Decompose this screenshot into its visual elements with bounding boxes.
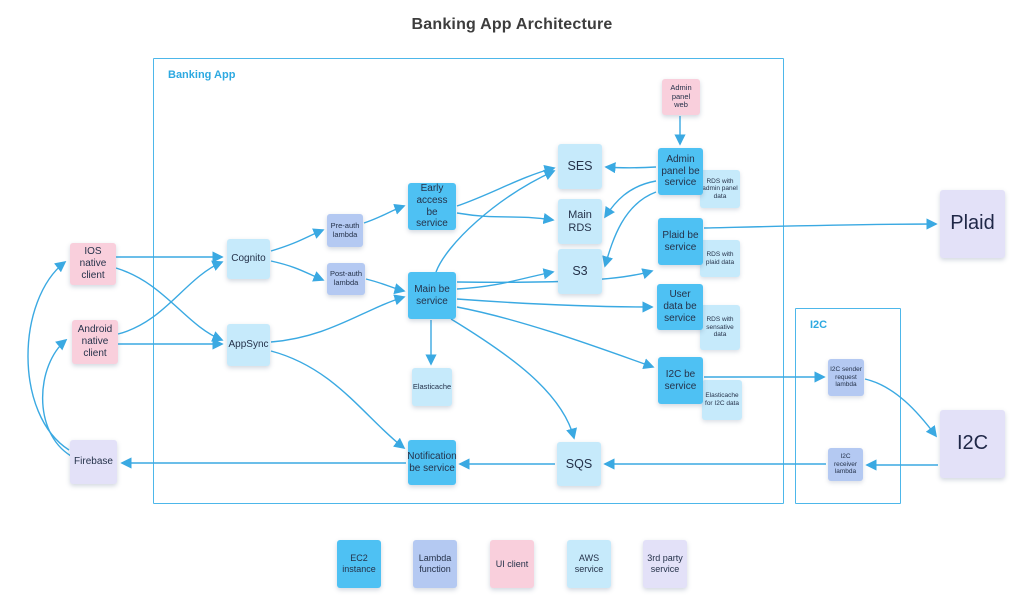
node-pre-auth-lambda: Pre-auth lambda — [327, 214, 363, 247]
node-label: Notification be service — [407, 450, 457, 474]
node-label: IOS native client — [79, 246, 107, 281]
node-label: RDS with plaid data — [705, 250, 735, 266]
node-plaid-be-service: Plaid be service — [658, 218, 703, 265]
node-label: Post-auth lambda — [329, 269, 363, 287]
node-ses: SES — [558, 144, 602, 189]
node-label: I2C — [956, 432, 989, 455]
node-cognito: Cognito — [227, 239, 270, 279]
diagram-title: Banking App Architecture — [411, 16, 613, 33]
node-label: Main be service — [414, 283, 450, 307]
node-label: I2C sender request lambda — [830, 366, 862, 389]
i2c-container-label: I2C — [810, 319, 828, 331]
node-label: Android native client — [77, 324, 113, 359]
arrow-firebase-to-android — [42, 338, 72, 457]
node-rds-plaid-data: RDS with plaid data — [700, 240, 740, 277]
node-label: Plaid — [950, 212, 995, 235]
legend-label: 3rd party service — [647, 553, 683, 574]
node-i2c-receiver-lambda: I2C receiver lambda — [828, 448, 863, 481]
node-label: I2C receiver lambda — [833, 453, 858, 476]
banking-app-container-label: Banking App — [168, 69, 236, 81]
legend-lambda-function: Lambda function — [413, 540, 457, 588]
banking-app-container: Banking App — [153, 58, 784, 504]
legend-3rd-party-service: 3rd party service — [643, 540, 687, 588]
node-rds-admin-panel-data: RDS with admin panel data — [700, 170, 740, 208]
node-notification-be-service: Notification be service — [407, 440, 457, 485]
node-rds-sensative-data: RDS with sensative data — [700, 305, 740, 350]
node-label: S3 — [572, 264, 588, 279]
node-label: SES — [567, 159, 593, 174]
node-label: Plaid be service — [662, 229, 699, 253]
node-post-auth-lambda: Post-auth lambda — [327, 263, 365, 295]
node-user-data-be-service: User data be service — [657, 284, 703, 330]
node-i2c-be-service: I2C be service — [658, 357, 703, 404]
node-early-access-be-service: Early access be service — [408, 183, 456, 230]
node-label: Admin panel be service — [661, 153, 700, 189]
node-elasticache-i2c-data: Elasticache for I2C data — [702, 380, 742, 420]
node-label: RDS with sensative data — [706, 316, 734, 339]
node-admin-panel-be-service: Admin panel be service — [658, 148, 703, 195]
node-appsync: AppSync — [227, 324, 270, 366]
node-label: User data be service — [663, 289, 697, 324]
node-label: SQS — [565, 456, 593, 471]
legend-ec2-instance: EC2 instance — [337, 540, 381, 588]
node-label: RDS with admin panel data — [702, 177, 738, 200]
node-label: Elasticache — [412, 381, 452, 391]
arrow-firebase-to-ios — [27, 260, 70, 451]
node-label: Early access be service — [416, 182, 448, 230]
legend-label: AWS service — [574, 553, 604, 574]
node-elasticache: Elasticache — [412, 368, 452, 406]
node-ios-native-client: IOS native client — [70, 243, 116, 285]
node-i2c-external: I2C — [940, 410, 1005, 478]
node-admin-panel-web: Admin panel web — [662, 79, 700, 115]
node-label: Firebase — [74, 456, 113, 468]
node-firebase: Firebase — [70, 440, 117, 484]
node-label: AppSync — [228, 339, 269, 351]
node-label: Pre-auth lambda — [330, 220, 360, 239]
node-label: Elasticache for I2C data — [705, 392, 739, 407]
legend-label: EC2 instance — [342, 553, 376, 574]
node-main-rds: Main RDS — [558, 199, 602, 244]
node-s3: S3 — [558, 249, 602, 294]
node-plaid-external: Plaid — [940, 190, 1005, 258]
legend-label: Lambda function — [418, 553, 452, 574]
node-i2c-sender-request-lambda: I2C sender request lambda — [828, 359, 864, 396]
node-android-native-client: Android native client — [72, 320, 118, 364]
node-label: I2C be service — [664, 368, 697, 392]
legend-aws-service: AWS service — [567, 540, 611, 588]
legend-ui-client: UI client — [490, 540, 534, 588]
legend-label: UI client — [495, 558, 529, 569]
node-label: Admin panel web — [670, 82, 692, 110]
node-sqs: SQS — [557, 442, 601, 486]
node-label: Main RDS — [568, 208, 592, 234]
node-label: Cognito — [231, 253, 266, 265]
node-main-be-service: Main be service — [408, 272, 456, 319]
